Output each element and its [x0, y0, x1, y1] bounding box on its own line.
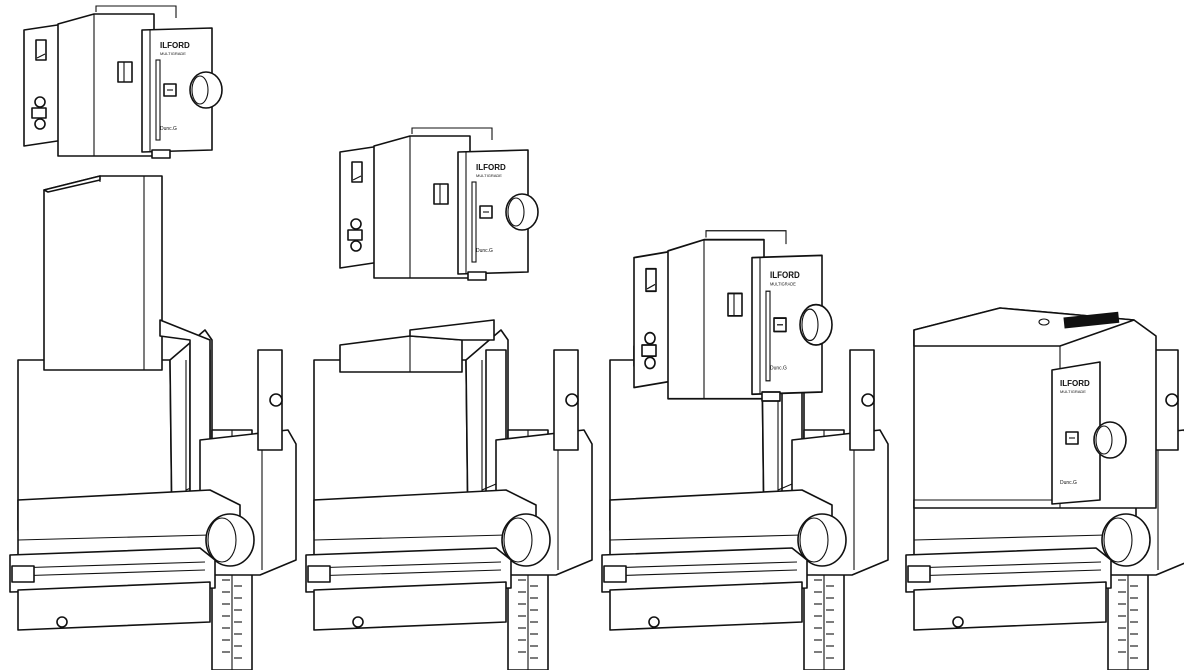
- svg-text:Dunc.G: Dunc.G: [1060, 480, 1077, 486]
- svg-text:ILFORD: ILFORD: [1060, 379, 1090, 388]
- filter-module-4: ILFORD MULTIGRADE Dunc.G: [1051, 361, 1127, 505]
- svg-text:MULTIGRADE: MULTIGRADE: [1060, 389, 1086, 394]
- panel-1: [9, 5, 297, 670]
- mixing-box-tall: [43, 175, 163, 371]
- filter-head-3: [633, 229, 833, 402]
- filter-head-1: [23, 5, 223, 159]
- panel-3: [601, 229, 889, 670]
- lamphouse-cover: [913, 307, 1157, 509]
- panel-2: [305, 127, 593, 670]
- panel-4: ILFORD MULTIGRADE Dunc.G: [905, 307, 1184, 670]
- filter-head-2: [339, 127, 539, 281]
